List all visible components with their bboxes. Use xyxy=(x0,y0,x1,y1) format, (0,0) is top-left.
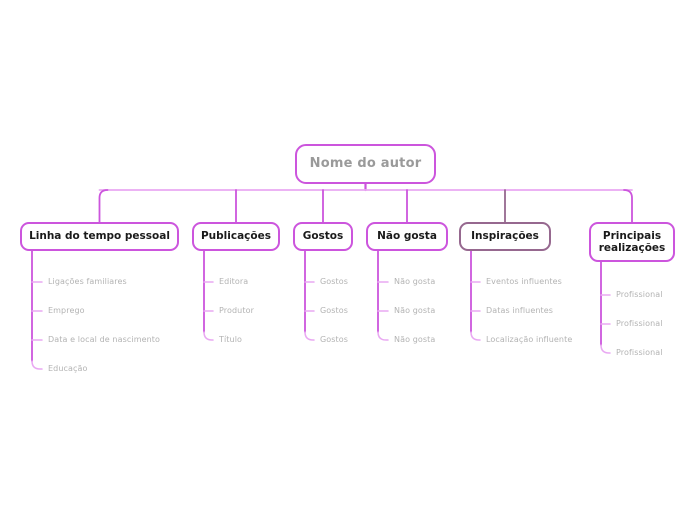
leaf-item[interactable]: Não gosta xyxy=(394,277,436,286)
leaf-item[interactable]: Datas influentes xyxy=(486,306,554,315)
leaf-item[interactable]: Profissional xyxy=(616,348,663,357)
branch-node-publicacoes[interactable]: Publicações xyxy=(192,222,280,251)
leaf-item[interactable]: Educação xyxy=(48,364,88,373)
leaf-item[interactable]: Emprego xyxy=(48,306,85,315)
leaf-item[interactable]: Título xyxy=(219,335,243,344)
leaf-item[interactable]: Eventos influentes xyxy=(486,277,562,286)
leaf-item[interactable]: Produtor xyxy=(219,306,254,315)
leaf-item[interactable]: Gostos xyxy=(320,335,349,344)
leaf-item[interactable]: Profissional xyxy=(616,319,663,328)
leaf-item[interactable]: Gostos xyxy=(320,277,349,286)
branch-node-gostos[interactable]: Gostos xyxy=(293,222,353,251)
leaf-item[interactable]: Ligações familiares xyxy=(48,277,127,286)
branch-node-inspiracoes[interactable]: Inspirações xyxy=(459,222,551,251)
leaf-item[interactable]: Não gosta xyxy=(394,335,436,344)
leaf-item[interactable]: Data e local de nascimento xyxy=(48,335,161,344)
branch-node-principais-realizacoes[interactable]: Principais realizações xyxy=(589,222,675,262)
leaf-item[interactable]: Gostos xyxy=(320,306,349,315)
branch-node-nao-gosta[interactable]: Não gosta xyxy=(366,222,448,251)
leaf-item[interactable]: Editora xyxy=(219,277,249,286)
leaf-item[interactable]: Localização influente xyxy=(486,335,573,344)
root-node[interactable]: Nome do autor xyxy=(295,144,436,184)
branch-node-linha-do-tempo-pessoal[interactable]: Linha do tempo pessoal xyxy=(20,222,179,251)
leaf-item[interactable]: Não gosta xyxy=(394,306,436,315)
leaf-item[interactable]: Profissional xyxy=(616,290,663,299)
